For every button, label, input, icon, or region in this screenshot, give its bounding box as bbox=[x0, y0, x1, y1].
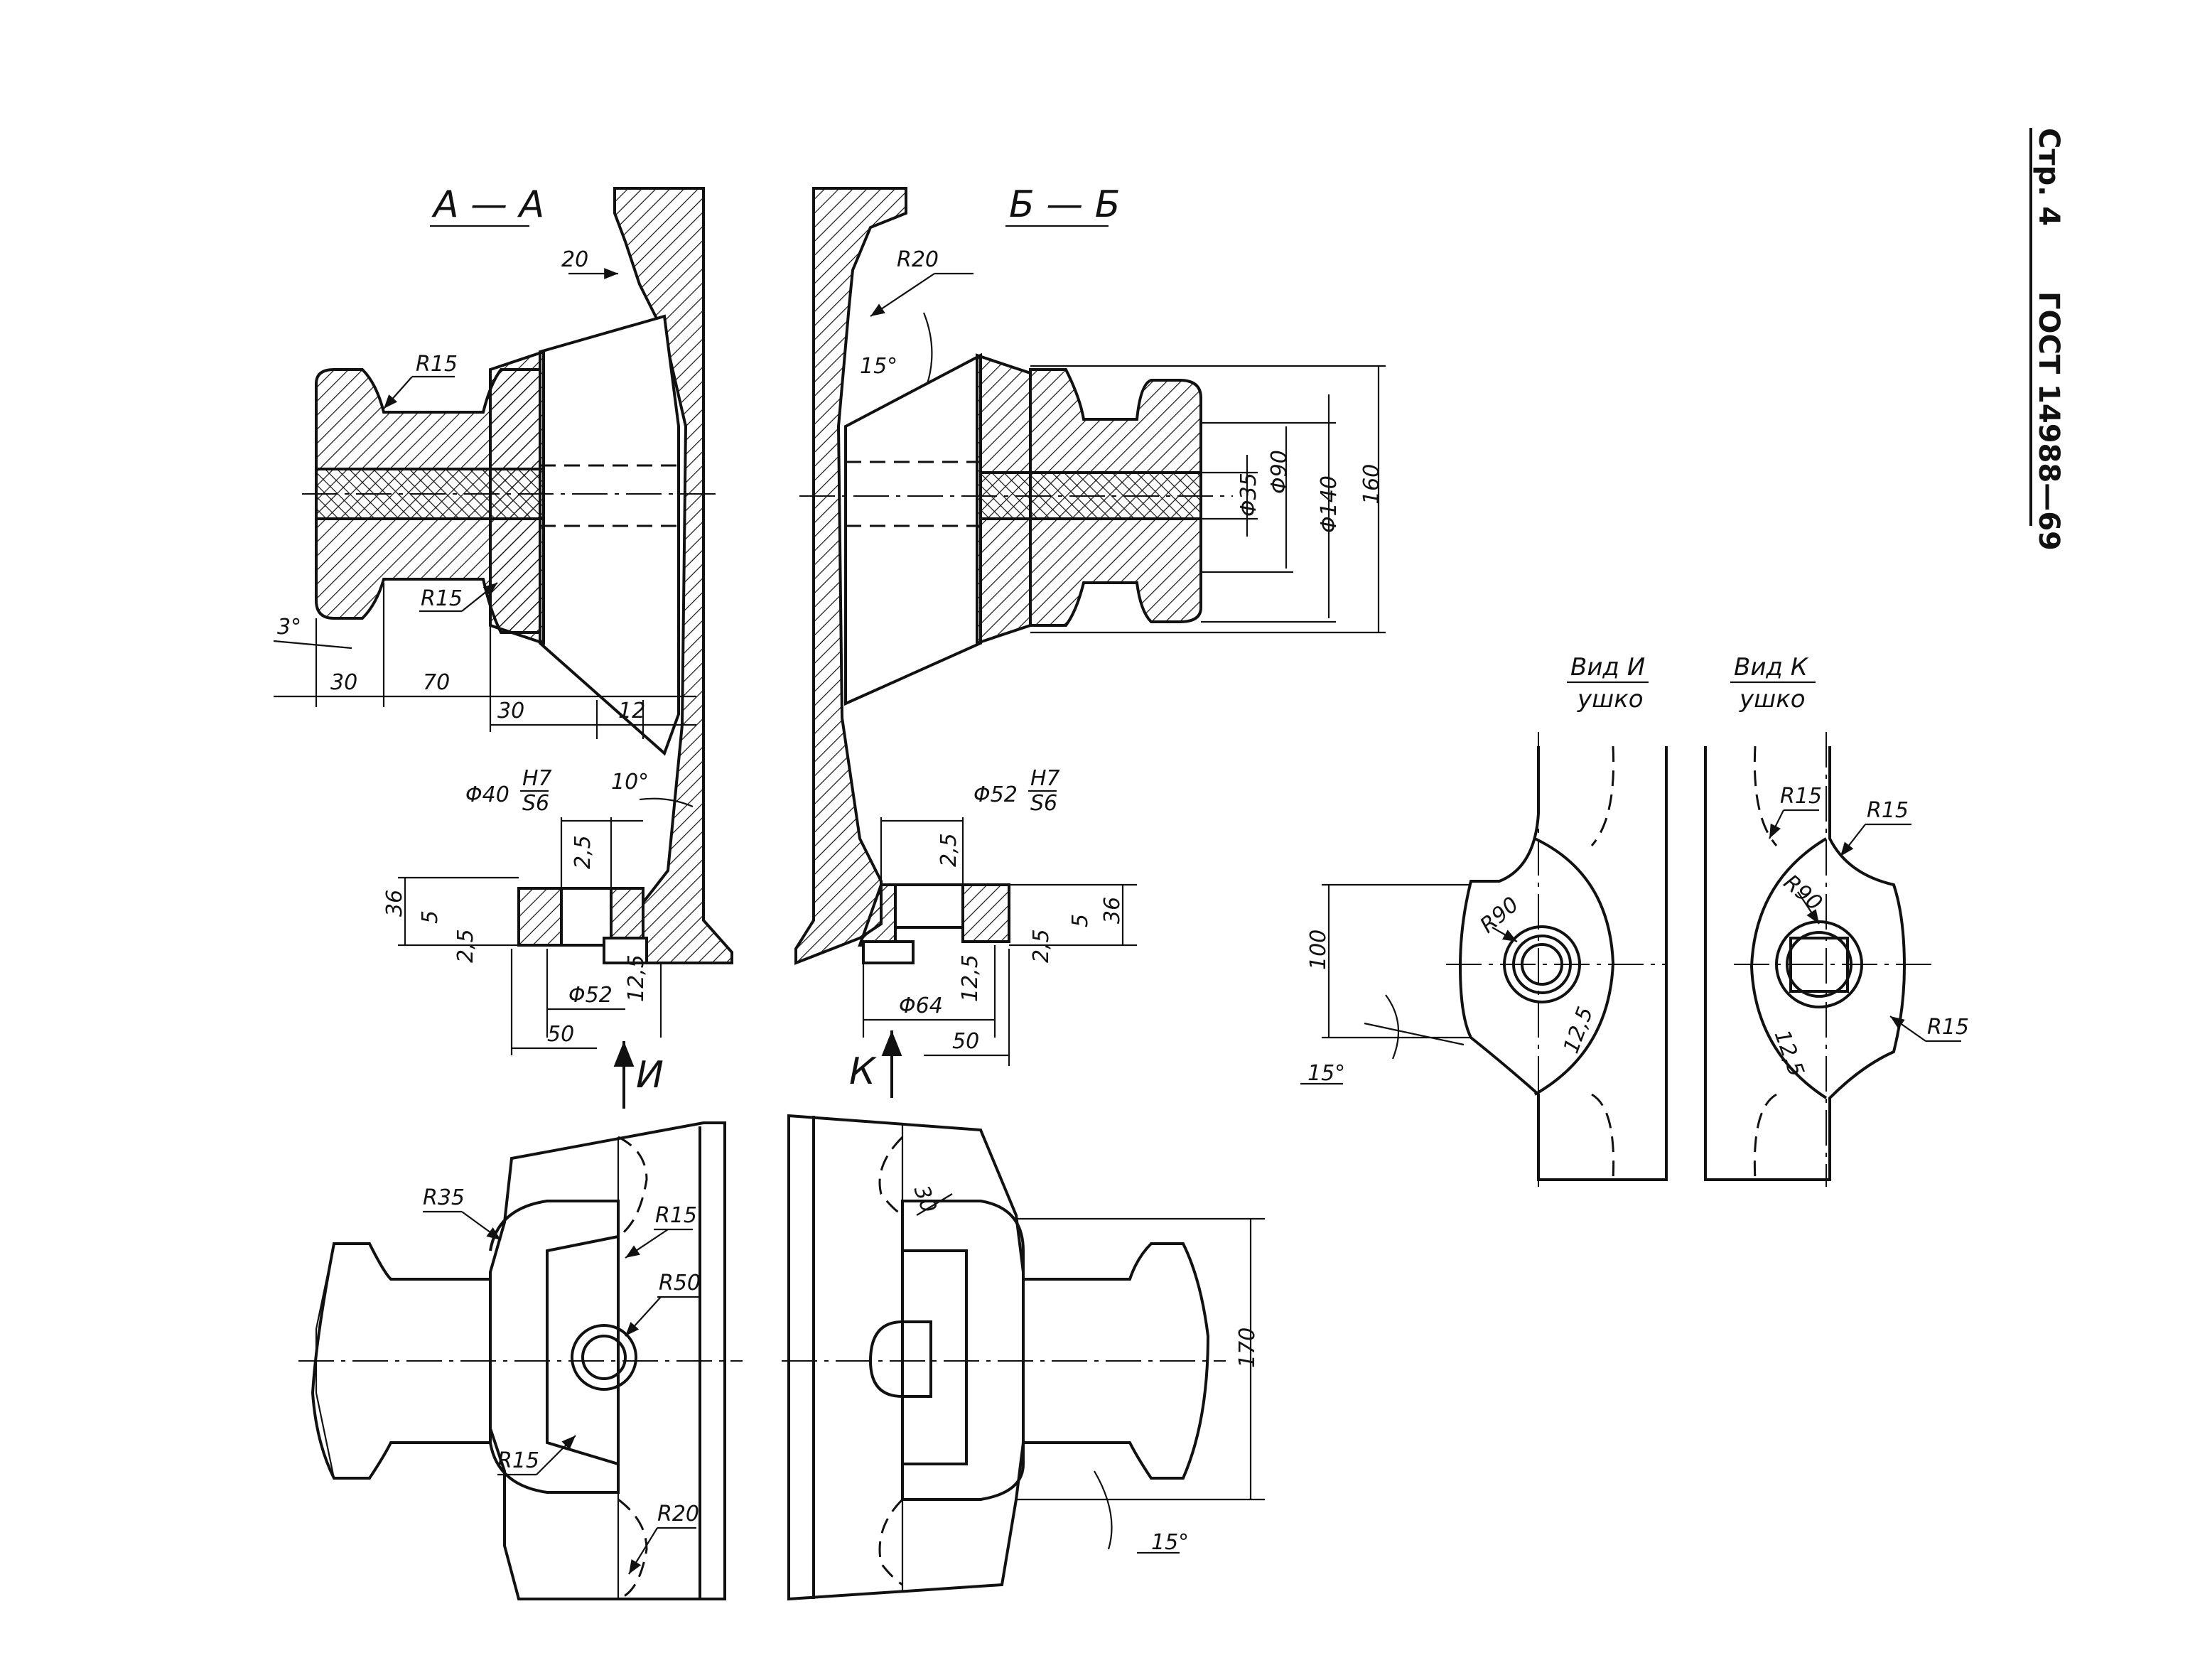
dim-d140: Φ140 bbox=[1317, 475, 1342, 533]
dim-view-k-12-5: 12,5 bbox=[1769, 1027, 1809, 1080]
dim-fit-40-den: S6 bbox=[522, 791, 549, 816]
dim-2-5-a: 2,5 bbox=[571, 835, 595, 869]
plate-section-bb bbox=[794, 187, 907, 965]
view-arrow-k-label: К bbox=[849, 1050, 877, 1093]
dim-30-b: 30 bbox=[497, 699, 524, 723]
dim-view-k-r15-c: R15 bbox=[1927, 1015, 1969, 1040]
dim-fit-52-den: S6 bbox=[1030, 791, 1057, 816]
dim-20: 20 bbox=[561, 247, 588, 272]
plan-view-left: R35 R15 R50 R15 R20 bbox=[298, 1121, 743, 1600]
dim-bb-2-5-a: 2,5 bbox=[937, 833, 961, 867]
page-header: Стр. 4 ГОСТ 14988—69 bbox=[2029, 128, 2065, 551]
dim-plan-r20: R20 bbox=[657, 1502, 699, 1526]
dim-r50: R50 bbox=[659, 1271, 701, 1296]
dim-5: 5 bbox=[418, 910, 443, 924]
dim-d90: Φ90 bbox=[1267, 450, 1292, 494]
dims-plan-left: R35 R15 R50 R15 R20 bbox=[423, 1185, 701, 1575]
dims-view-i: 100 15° R90 12,5 bbox=[1300, 883, 1599, 1086]
dim-view-k-r90: R90 bbox=[1779, 870, 1827, 916]
dim-170: 170 bbox=[1235, 1328, 1260, 1368]
dim-52: Φ52 bbox=[568, 983, 613, 1008]
section-bb-label: Б — Б bbox=[1009, 183, 1120, 226]
dim-r15-bottom: R15 bbox=[421, 586, 463, 611]
dim-fit-52: Φ52 bbox=[974, 782, 1018, 807]
view-i-title: Вид И bbox=[1570, 653, 1645, 682]
section-aa: А — А 20 R15 R15 3° bbox=[273, 183, 733, 1109]
dims-view-k: R15 R15 R90 R15 12,5 bbox=[1769, 784, 1969, 1080]
view-i: Вид И ушко 100 15° R90 12,5 bbox=[1300, 653, 1668, 1187]
dims-bb: R20 15° Φ35 Φ90 Φ140 160 Φ52 H7 S6 bbox=[860, 247, 1386, 1066]
view-k-subtitle: ушко bbox=[1739, 685, 1806, 714]
dim-angle-3: 3° bbox=[277, 615, 301, 640]
dim-fit-40: Φ40 bbox=[465, 782, 509, 807]
dim-view-k-r15-b: R15 bbox=[1867, 798, 1909, 823]
dim-view-i-12-5: 12,5 bbox=[1559, 1003, 1599, 1057]
view-i-subtitle: ушко bbox=[1577, 685, 1644, 714]
plan-view-right: 170 30 15° bbox=[782, 1114, 1265, 1601]
dim-plan-r15-b: R15 bbox=[497, 1448, 539, 1473]
section-aa-label: А — А bbox=[431, 183, 544, 226]
dim-view-i-angle: 15° bbox=[1307, 1061, 1345, 1086]
dim-bb-5: 5 bbox=[1068, 914, 1093, 927]
dim-r15-top: R15 bbox=[416, 352, 458, 377]
dim-30-a: 30 bbox=[330, 670, 357, 695]
dim-bb-36: 36 bbox=[1100, 897, 1125, 924]
dim-12-5: 12,5 bbox=[624, 954, 649, 1002]
dim-d35: Φ35 bbox=[1236, 473, 1261, 517]
dim-70: 70 bbox=[423, 670, 450, 695]
dim-plan-angle-15: 15° bbox=[1151, 1530, 1189, 1555]
dim-angle-15: 15° bbox=[860, 354, 897, 379]
dims-aa: 20 R15 R15 3° 30 70 30 12 Φ40 H7 S6 bbox=[273, 247, 696, 1055]
dim-r35: R35 bbox=[423, 1185, 465, 1210]
dim-view-i-100: 100 bbox=[1306, 930, 1331, 970]
dim-2-5-b: 2,5 bbox=[453, 929, 478, 963]
dim-plan-r15-a: R15 bbox=[655, 1203, 697, 1228]
dim-36: 36 bbox=[382, 890, 407, 917]
dim-fit-52-num: H7 bbox=[1030, 766, 1060, 791]
lower-hub-aa bbox=[517, 887, 563, 947]
dim-50: 50 bbox=[547, 1022, 574, 1047]
dim-view-i-r90: R90 bbox=[1475, 892, 1523, 938]
cone-bb bbox=[844, 352, 982, 706]
view-k-title: Вид К bbox=[1734, 653, 1809, 682]
plate-section-aa bbox=[613, 187, 733, 964]
standard-number: ГОСТ 14988—69 bbox=[2032, 291, 2065, 551]
dim-160: 160 bbox=[1359, 464, 1384, 505]
dim-fit-40-num: H7 bbox=[522, 766, 552, 791]
section-bb: Б — Б R20 15° bbox=[794, 183, 1386, 1098]
dim-12: 12 bbox=[618, 699, 645, 723]
page-number: Стр. 4 bbox=[2032, 128, 2065, 226]
dim-angle-10: 10° bbox=[611, 770, 649, 795]
view-k: Вид К ушко R15 R15 R90 R15 12,5 bbox=[1704, 653, 1969, 1187]
dim-r20: R20 bbox=[897, 247, 939, 272]
cone-aa bbox=[539, 314, 680, 756]
dim-bb-50: 50 bbox=[952, 1029, 979, 1054]
dim-d64: Φ64 bbox=[899, 994, 943, 1018]
dim-bb-2-5-b: 2,5 bbox=[1029, 929, 1054, 963]
dim-view-k-r15-a: R15 bbox=[1780, 784, 1822, 809]
dim-bb-12-5: 12,5 bbox=[958, 954, 983, 1002]
view-arrow-i-label: И bbox=[636, 1054, 664, 1097]
